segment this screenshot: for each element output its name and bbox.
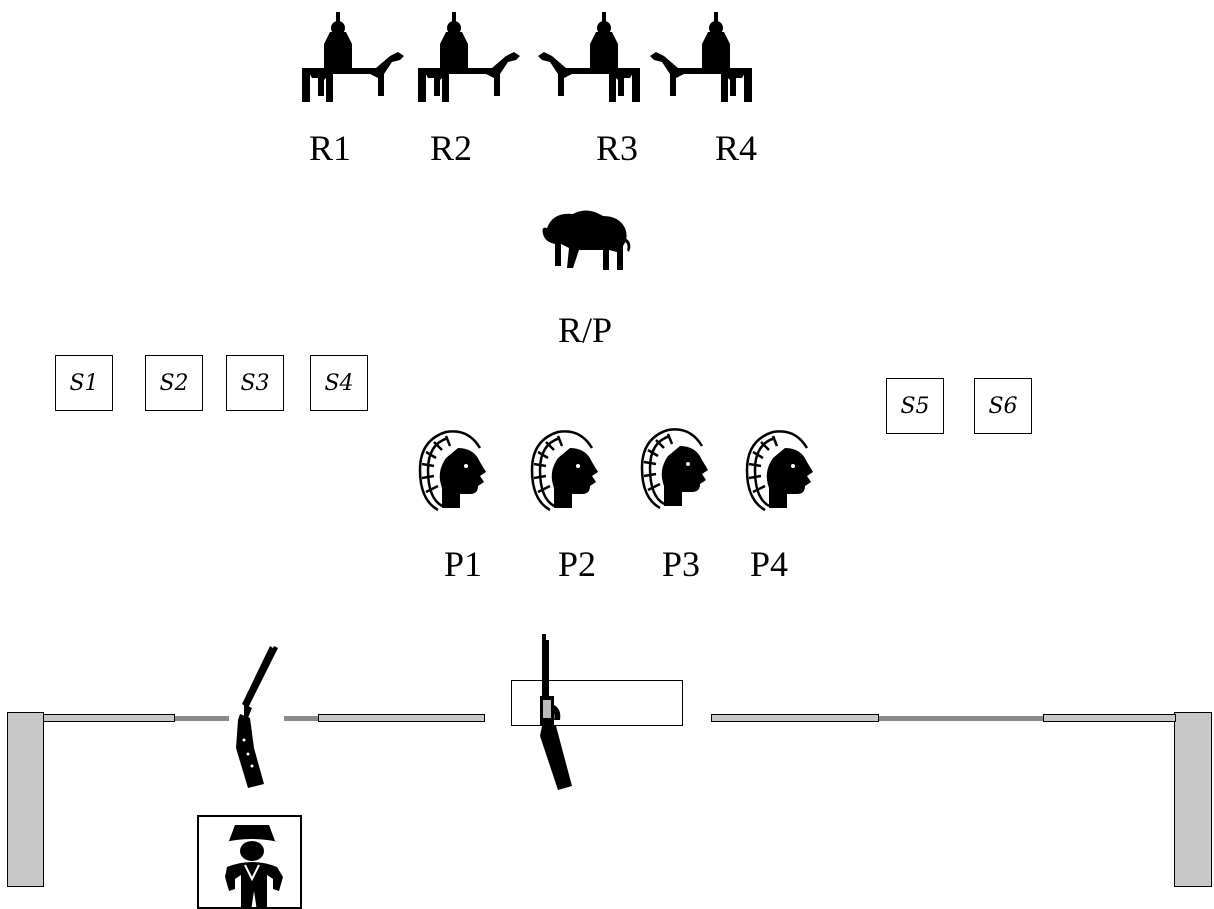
- rider-r1-icon: [302, 12, 404, 102]
- chief-label-p2: P2: [558, 544, 597, 584]
- station-box-s4: S4: [310, 355, 368, 411]
- buffalo-label: R/P: [558, 310, 613, 350]
- rider-r3-icon: [538, 12, 640, 102]
- rail-segment: [43, 714, 175, 722]
- chief-p2-icon: [530, 430, 598, 512]
- wire-segment: [175, 716, 229, 721]
- rail-segment: [318, 714, 485, 722]
- chief-p3-icon: [640, 428, 708, 510]
- rail-segment: [1043, 714, 1176, 722]
- rider-label-r1: R1: [309, 128, 352, 168]
- station-box-s3: S3: [226, 355, 284, 411]
- right-wall: [1174, 712, 1212, 887]
- buffalo-icon: [542, 210, 631, 270]
- chief-label-p4: P4: [750, 544, 789, 584]
- station-box-s6: S6: [974, 378, 1032, 434]
- chief-p1-icon: [418, 430, 486, 512]
- rider-label-r2: R2: [430, 128, 473, 168]
- rifle-icon: [540, 634, 572, 790]
- chief-p4-icon: [745, 430, 813, 512]
- shooter-box: [197, 815, 302, 909]
- rail-segment: [711, 714, 879, 722]
- left-wall: [7, 712, 44, 887]
- chief-label-p1: P1: [444, 544, 483, 584]
- wire-segment: [879, 716, 1043, 721]
- gun-table: [511, 680, 683, 726]
- shotgun-icon: [236, 646, 278, 788]
- rider-r4-icon: [650, 12, 752, 102]
- station-box-s5: S5: [886, 378, 944, 434]
- chief-label-p3: P3: [662, 544, 701, 584]
- cowboy-icon: [221, 825, 283, 907]
- rider-r2-icon: [418, 12, 520, 102]
- station-box-s1: S1: [55, 355, 113, 411]
- rider-label-r4: R4: [715, 128, 758, 168]
- rider-label-r3: R3: [596, 128, 639, 168]
- wire-segment: [284, 716, 318, 721]
- station-box-s2: S2: [145, 355, 203, 411]
